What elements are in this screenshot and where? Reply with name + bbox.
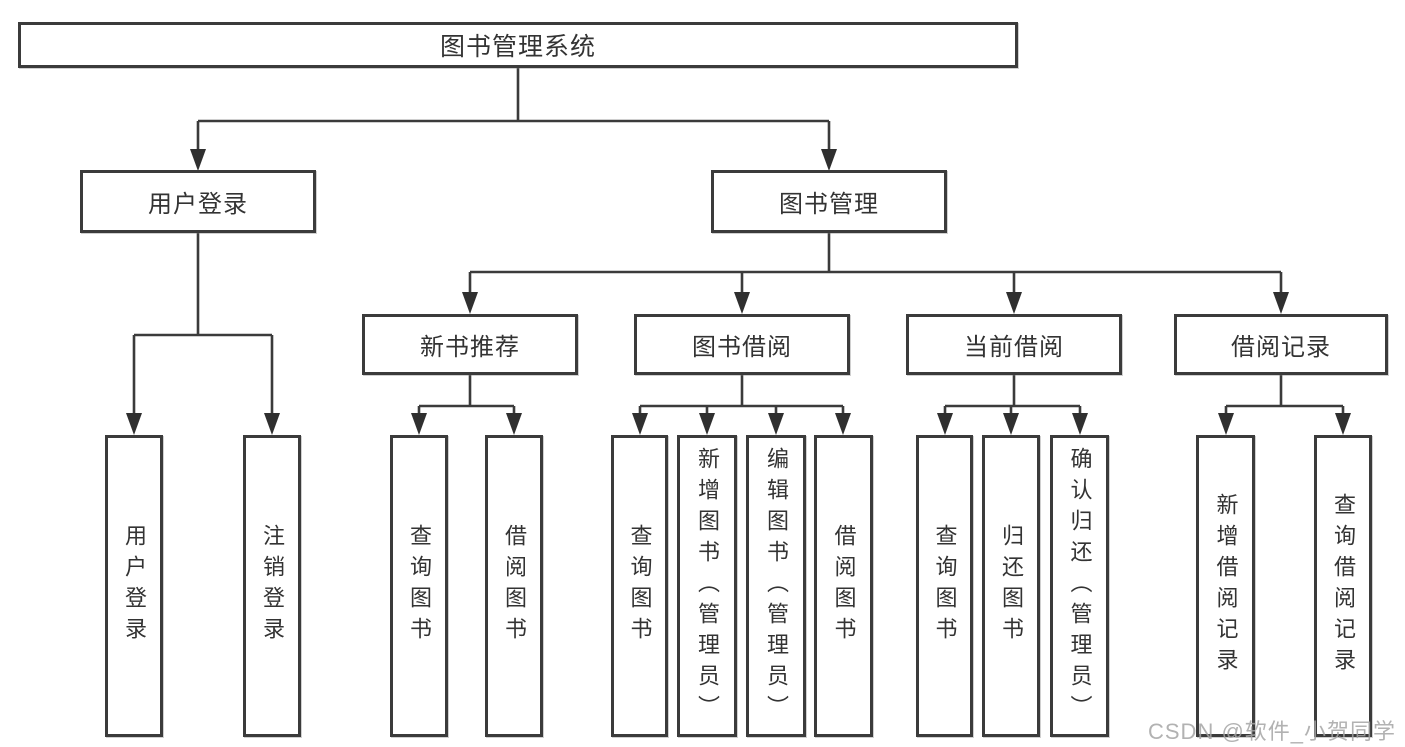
node-current-borrowing: 当前借阅 xyxy=(906,314,1122,375)
arrowheads-new-book-leaves xyxy=(411,413,522,435)
arrowheads-borrow-records-leaves xyxy=(1218,413,1351,435)
node-book-management: 图书管理 xyxy=(711,170,947,233)
node-borrowing-records: 借阅记录 xyxy=(1174,314,1388,375)
leaf-newbook-borrow-books: 借阅图书 xyxy=(485,435,543,737)
connector-book-mgmt-to-level3 xyxy=(468,233,1283,295)
leaf-borrow-add-books-admin: 新增图书（管理员） xyxy=(677,435,737,737)
leaf-user-login: 用户登录 xyxy=(105,435,163,737)
connector-borrow-records-to-leaves xyxy=(1224,375,1345,416)
leaf-current-confirm-return-admin: 确认归还（管理员） xyxy=(1050,435,1109,737)
arrowheads-level3 xyxy=(462,292,1289,314)
leaf-records-query-borrow-record: 查询借阅记录 xyxy=(1314,435,1372,737)
arrowheads-user-login-leaves xyxy=(126,413,280,435)
leaf-borrow-query-books: 查询图书 xyxy=(611,435,668,737)
connector-book-borrow-to-leaves xyxy=(638,375,845,416)
connector-current-borrow-to-leaves xyxy=(943,375,1082,416)
node-book-borrowing: 图书借阅 xyxy=(634,314,850,375)
connector-user-login-to-leaves xyxy=(132,233,274,416)
arrowheads-level2 xyxy=(190,149,837,171)
csdn-watermark: CSDN @软件_小贺同学 xyxy=(1148,719,1397,744)
connector-new-book-to-leaves xyxy=(417,375,516,416)
connector-root-to-level2 xyxy=(196,68,831,152)
arrowheads-current-borrow-leaves xyxy=(937,413,1088,435)
leaf-current-return-books: 归还图书 xyxy=(982,435,1040,737)
node-library-management-system: 图书管理系统 xyxy=(18,22,1018,68)
leaf-borrow-borrow-books: 借阅图书 xyxy=(814,435,873,737)
leaf-records-add-borrow-record: 新增借阅记录 xyxy=(1196,435,1255,737)
node-new-book-recommend: 新书推荐 xyxy=(362,314,578,375)
node-user-login: 用户登录 xyxy=(80,170,316,233)
leaf-logout-login: 注销登录 xyxy=(243,435,301,737)
leaf-current-query-books: 查询图书 xyxy=(916,435,973,737)
leaf-borrow-edit-books-admin: 编辑图书（管理员） xyxy=(746,435,806,737)
arrowheads-book-borrow-leaves xyxy=(632,413,851,435)
leaf-newbook-query-books: 查询图书 xyxy=(390,435,448,737)
